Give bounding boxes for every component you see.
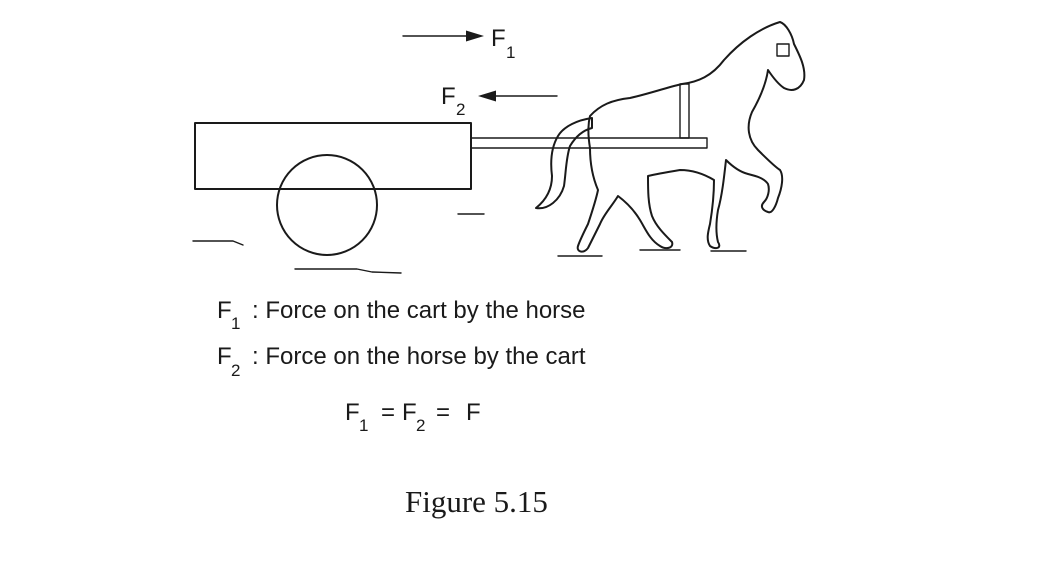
legend-f1-text: : Force on the cart by the horse <box>252 297 586 324</box>
legend-f2-symbol: F <box>217 343 232 370</box>
equation-f2-subscript: 2 <box>416 416 425 435</box>
equation-f1-subscript: 1 <box>359 416 368 435</box>
f2-arrow-label: F <box>441 83 456 110</box>
ground-lines <box>192 213 747 274</box>
harness-bar <box>679 83 690 139</box>
equation-result: F <box>466 399 481 426</box>
legend-f1-subscript: 1 <box>231 314 240 333</box>
legend-f2-subscript: 2 <box>231 361 240 380</box>
figure-caption: Figure 5.15 <box>405 484 548 519</box>
horse-blinker <box>776 43 790 57</box>
legend-f2-text: : Force on the horse by the cart <box>252 343 586 370</box>
f1-arrow <box>402 30 484 42</box>
cart-wheel <box>276 154 378 256</box>
f1-arrow-label: F <box>491 25 506 52</box>
equation-equals-1: = <box>381 399 395 426</box>
cart-body <box>194 122 472 190</box>
equation-f2-symbol: F <box>402 399 417 426</box>
equation-equals-2: = <box>436 399 450 426</box>
f2-arrow-subscript: 2 <box>456 100 465 119</box>
equation-f1-symbol: F <box>345 399 360 426</box>
f2-arrow <box>478 90 558 102</box>
horse-outline <box>576 21 806 253</box>
legend-f1-symbol: F <box>217 297 232 324</box>
horse-tail <box>535 117 593 210</box>
f1-arrow-subscript: 1 <box>506 43 515 62</box>
horse <box>535 21 806 253</box>
